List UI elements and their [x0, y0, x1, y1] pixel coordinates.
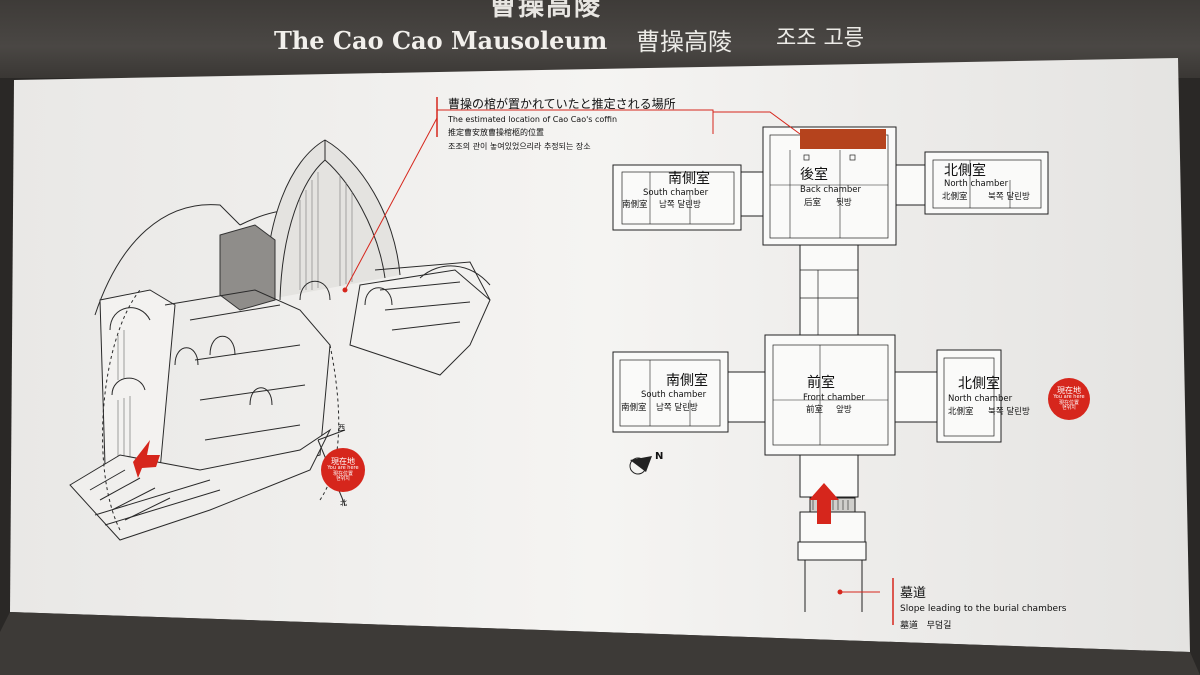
dromos-ko: 무덤길	[926, 621, 952, 631]
back-chamber-sub1: 后室	[804, 198, 822, 208]
back-chamber-en: Back chamber	[800, 185, 862, 195]
north-lower-sub1: 北側室	[948, 407, 974, 417]
dromos-en: Slope leading to the burial chambers	[900, 604, 1067, 614]
south-upper-sub2: 남쪽 달린방	[659, 200, 701, 210]
compass-north-label: N	[655, 451, 664, 462]
panel-bottom-edge	[0, 612, 1200, 675]
you-are-here-badge-plan: 現在地 You are here 現在位置 현위치	[1048, 378, 1090, 420]
dromos-note: 墓道 Slope leading to the burial chambers …	[900, 582, 1066, 631]
you-are-here-ja: 現在地	[331, 456, 355, 466]
south-lower-en: South chamber	[641, 390, 707, 400]
south-upper-sub1: 南側室	[622, 200, 648, 210]
south-lower-sub2: 남쪽 달린방	[656, 403, 698, 413]
north-lower-en: North chamber	[948, 394, 1013, 404]
cutaway-3d-drawing	[69, 139, 491, 541]
entrance-arrow-3d	[133, 440, 160, 478]
front-chamber-sub2: 앞방	[836, 405, 852, 415]
front-chamber-name: 前室	[807, 375, 835, 391]
dromos-sub: 墓道 무덤길	[900, 618, 1066, 631]
coffin-note: 曹操の棺が置かれていたと推定される場所 The estimated locati…	[448, 95, 676, 152]
floor-plan	[612, 126, 1049, 612]
coffin-note-en: The estimated location of Cao Cao's coff…	[448, 115, 618, 124]
compass-north-3d: 北	[340, 499, 347, 507]
coffin-location	[800, 129, 886, 149]
you-are-here-en: You are here	[1053, 394, 1085, 401]
dromos-zh: 墓道	[900, 621, 919, 631]
north-upper-en: North chamber	[944, 179, 1009, 189]
you-are-here-ja: 現在地	[1057, 385, 1081, 395]
south-upper-en: South chamber	[643, 188, 709, 198]
south-upper-name: 南側室	[668, 171, 710, 187]
south-lower-sub1: 南側室	[621, 403, 647, 413]
coffin-note-zh: 推定曹安放曹操棺柩的位置	[448, 128, 544, 137]
you-are-here-en: You are here	[327, 465, 359, 472]
dromos-name: 墓道	[900, 586, 927, 601]
you-are-here-zh: 現在位置	[332, 470, 353, 477]
title-top: 曹操高陵	[490, 0, 603, 22]
south-lower-name: 南側室	[666, 373, 708, 389]
title-korean: 조조 고릉	[776, 26, 864, 51]
north-upper-name: 北側室	[944, 163, 986, 179]
you-are-here-badge-3d: 現在地 You are here 現在位置 현위치	[321, 448, 365, 492]
you-are-here-zh: 現在位置	[1058, 399, 1079, 406]
you-are-here-ko: 현위치	[1062, 404, 1076, 411]
entrance-arrow-plan	[809, 483, 839, 524]
you-are-here-ko: 현위치	[336, 475, 350, 482]
north-upper-sub2: 북쪽 달린방	[988, 192, 1030, 202]
front-chamber-en: Front chamber	[803, 393, 865, 403]
coffin-note-ko: 조조의 관이 놓여있었으리라 추정되는 장소	[448, 142, 591, 151]
north-lower-name: 北側室	[958, 376, 1000, 392]
north-lower-sub2: 북쪽 달린방	[988, 407, 1030, 417]
compass-west-3d: 西	[338, 424, 345, 432]
back-chamber-sub2: 뒷방	[836, 198, 852, 208]
title-english: The Cao Cao Mausoleum	[274, 26, 608, 55]
back-chamber-name: 後室	[800, 167, 828, 183]
north-upper-sub1: 北側室	[942, 192, 968, 202]
title-chinese: 曹操高陵	[636, 28, 732, 56]
compass-icon	[629, 456, 652, 475]
coffin-note-ja: 曹操の棺が置かれていたと推定される場所	[448, 97, 676, 111]
front-chamber-sub1: 前室	[806, 405, 824, 415]
